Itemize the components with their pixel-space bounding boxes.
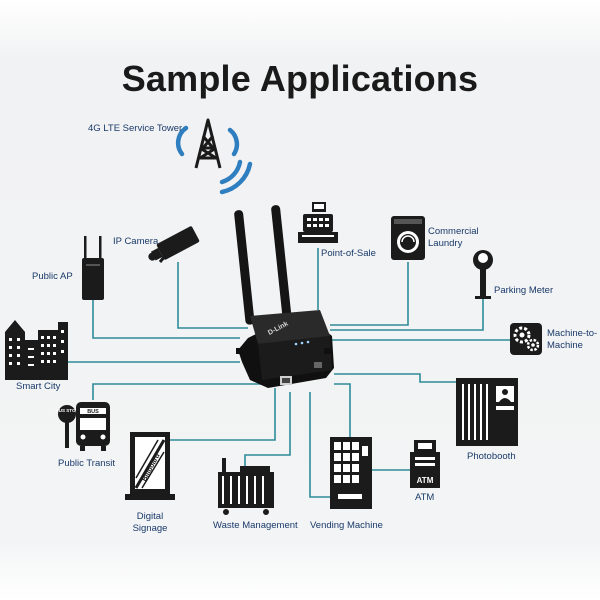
public-transit-label: Public Transit <box>58 458 116 469</box>
photobooth-icon <box>456 378 518 446</box>
laundry-label: Commercial Laundry <box>428 226 479 250</box>
line-public-ap <box>92 298 240 339</box>
laundry-icon <box>391 216 425 260</box>
line-vending <box>309 392 330 498</box>
laundry-label-line1: Commercial <box>428 226 479 237</box>
router-device: D-Link <box>234 205 334 388</box>
antenna-right <box>271 205 292 323</box>
m2m-label-line2: Machine <box>547 340 583 351</box>
bus-stop-sign-icon: BUS STOP <box>56 405 79 448</box>
public-ap-icon <box>82 236 104 300</box>
waste-bin-icon <box>218 458 274 515</box>
photobooth-label: Photobooth <box>467 451 516 462</box>
line-atm <box>334 383 410 471</box>
atm-text: ATM <box>417 476 434 485</box>
vending-machine-icon <box>330 437 372 509</box>
point-of-sale-icon <box>298 202 338 243</box>
signage-label-line2: Signage <box>132 523 168 534</box>
line-laundry <box>330 262 409 326</box>
tower-label: 4G LTE Service Tower <box>88 123 183 134</box>
bus-stop-text: BUS STOP <box>56 408 79 413</box>
signage-label: Digital Signage <box>128 511 172 535</box>
line-parking <box>330 298 484 331</box>
line-ip-camera <box>177 262 248 329</box>
gears-icon <box>510 323 542 355</box>
line-public-transit <box>92 383 265 400</box>
line-waste <box>244 392 291 466</box>
vending-label: Vending Machine <box>310 520 383 531</box>
parking-meter-icon <box>473 250 493 299</box>
ip-camera-label: IP Camera <box>113 236 159 247</box>
m2m-label-line1: Machine-to- <box>547 328 598 339</box>
atm-icon: ATM <box>410 440 440 488</box>
tower-icon <box>175 118 253 195</box>
ip-camera-icon <box>148 226 200 263</box>
laundry-label-line2: Laundry <box>428 238 463 249</box>
digital-signage-icon: Billboard <box>125 432 175 500</box>
bus-icon: BUS <box>76 402 110 451</box>
bus-text: BUS <box>87 409 99 415</box>
public-ap-label: Public AP <box>32 271 73 282</box>
waste-label: Waste Management <box>213 520 298 531</box>
line-signage <box>150 388 276 441</box>
parking-label: Parking Meter <box>494 285 554 296</box>
signage-label-line1: Digital <box>136 511 164 522</box>
antenna-left <box>234 210 255 325</box>
line-photobooth <box>334 373 457 383</box>
smart-city-label: Smart City <box>16 381 61 392</box>
smart-city-icon <box>5 320 68 380</box>
m2m-label: Machine-to- Machine <box>547 328 597 352</box>
connection-lines <box>66 248 510 498</box>
page-title: Sample Applications <box>121 58 479 99</box>
pos-label: Point-of-Sale <box>321 248 376 259</box>
atm-label: ATM <box>415 492 435 503</box>
